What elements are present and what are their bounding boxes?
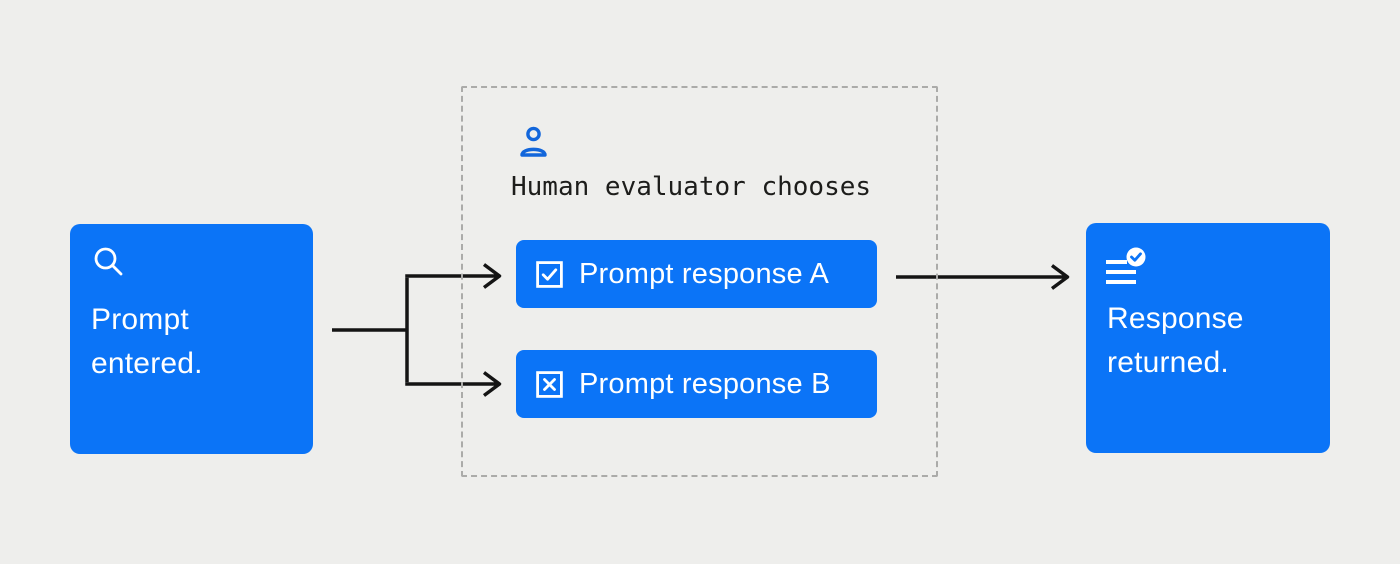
checkbox-checked-icon (536, 260, 563, 288)
prompt-response-b-label: Prompt response B (579, 367, 831, 400)
prompt-entered-line-1: Prompt (91, 303, 189, 336)
response-returned-line-2: returned. (1107, 346, 1229, 379)
human-evaluator-panel: Human evaluator chooses Prompt response … (461, 86, 938, 477)
prompt-response-b-button[interactable]: Prompt response B (516, 350, 877, 418)
evaluator-heading: Human evaluator chooses (511, 172, 872, 202)
document-check-icon (1106, 247, 1146, 284)
prompt-response-a-label: Prompt response A (579, 257, 830, 290)
response-returned-card: Response returned. (1086, 223, 1330, 453)
person-icon (520, 126, 547, 157)
prompt-entered-label: Prompt entered. (91, 298, 203, 386)
checkbox-x-icon (536, 370, 563, 398)
search-icon (94, 247, 123, 276)
prompt-entered-line-2: entered. (91, 347, 203, 380)
response-returned-label: Response returned. (1107, 297, 1244, 385)
prompt-entered-card: Prompt entered. (70, 224, 313, 454)
prompt-response-a-button[interactable]: Prompt response A (516, 240, 877, 308)
response-returned-line-1: Response (1107, 302, 1244, 335)
